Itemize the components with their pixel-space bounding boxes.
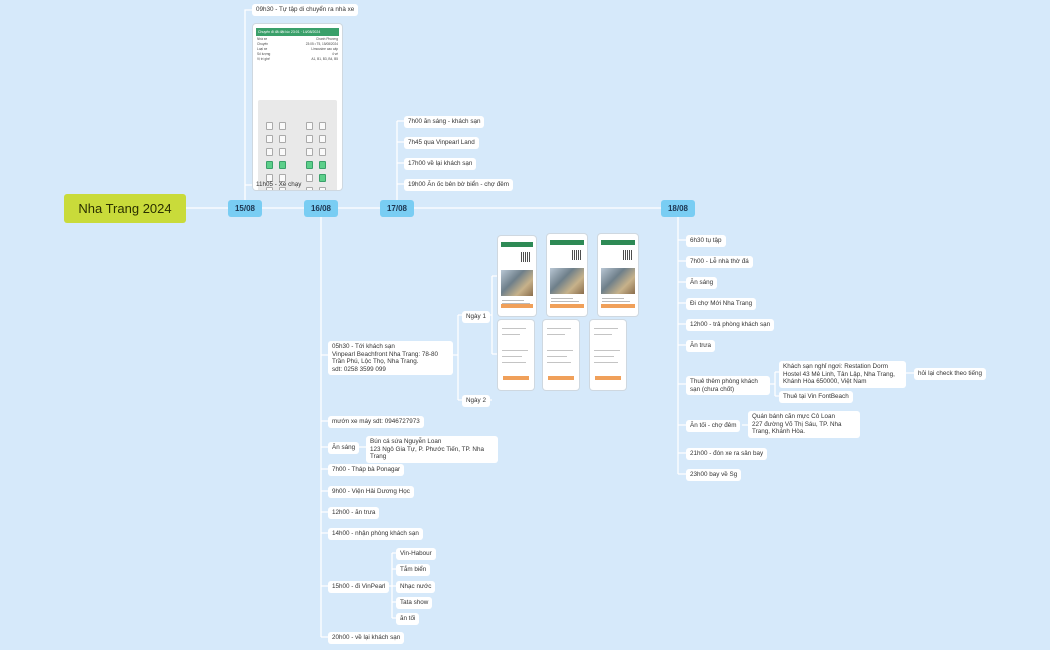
seat bbox=[266, 148, 273, 156]
topic-18-5[interactable]: Ăn trưa bbox=[686, 340, 716, 352]
ticket-row-value: 23:05 • T5, 15/08/2024 bbox=[305, 41, 338, 46]
seat bbox=[266, 161, 273, 169]
topic-vin-3[interactable]: Tata show bbox=[396, 597, 433, 609]
topic-17-1[interactable]: 7h45 qua Vinpearl Land bbox=[404, 137, 479, 149]
seat bbox=[319, 148, 326, 156]
topic-16-1[interactable]: 9h00 - Viện Hải Dương Học bbox=[328, 486, 414, 498]
seat bbox=[319, 122, 326, 130]
booking-doc-1 bbox=[498, 320, 534, 390]
topic-dinner-place[interactable]: Quán bánh căn mực Cô Loan 227 đường Võ T… bbox=[748, 411, 860, 438]
seat bbox=[279, 187, 286, 190]
topic-16-2[interactable]: 12h00 - ăn trưa bbox=[328, 507, 380, 519]
ticket-row-label: Số lượng bbox=[257, 52, 271, 57]
topic-18-3[interactable]: Đi chợ Mới Nha Trang bbox=[686, 298, 757, 310]
ticket-row: Chuyến 23:05 • T5, 15/08/2024 bbox=[253, 41, 342, 46]
topic-18-2[interactable]: Ăn sáng bbox=[686, 277, 718, 289]
seat bbox=[306, 161, 313, 169]
topic-16-0[interactable]: 7h00 - Tháp bà Ponagar bbox=[328, 464, 405, 476]
topic-18-1[interactable]: 7h00 - Lễ nhà thờ đá bbox=[686, 256, 753, 268]
topic-18-b1[interactable]: 23h00 bay về Sg bbox=[686, 469, 742, 481]
topic-18-b0[interactable]: 21h00 - đón xe ra sân bay bbox=[686, 448, 768, 460]
seat bbox=[279, 148, 286, 156]
seat bbox=[319, 174, 326, 182]
topic-vin-0[interactable]: Vin-Habour bbox=[396, 548, 436, 560]
topic-breakfast[interactable]: Ăn sáng bbox=[328, 442, 360, 454]
ticket-row: Loại xe Limousine cao cấp bbox=[253, 46, 342, 51]
topic-0930[interactable]: 09h30 - Tự tập di chuyển ra nhà xe bbox=[252, 4, 359, 16]
date-node-16-08[interactable]: 16/08 bbox=[304, 200, 338, 217]
bus-ticket-screenshot: Chuyến đi đã đặt lúc 23:01 · 14/08/2024 … bbox=[253, 24, 342, 190]
booking-doc-2 bbox=[543, 320, 579, 390]
topic-18-4[interactable]: 12h00 - trả phòng khách sạn bbox=[686, 319, 775, 331]
seat bbox=[306, 174, 313, 182]
seat bbox=[279, 174, 286, 182]
topic-16-end[interactable]: 20h00 - về lại khách sạn bbox=[328, 632, 405, 644]
seat bbox=[319, 135, 326, 143]
seat bbox=[319, 161, 326, 169]
seat bbox=[306, 187, 313, 190]
seat-map bbox=[258, 100, 337, 190]
ticket-row: Nhà xe Chanh Phương bbox=[253, 36, 342, 41]
ticket-row: Vị trí ghế A1, B1, B3, B4, B5 bbox=[253, 57, 342, 62]
booking-screenshot-1 bbox=[498, 236, 536, 316]
topic-18-0[interactable]: 6h30 tụ tập bbox=[686, 235, 726, 247]
seat bbox=[306, 148, 313, 156]
seat bbox=[319, 187, 326, 190]
ticket-row-value: 4 vé bbox=[331, 52, 338, 57]
seat bbox=[279, 161, 286, 169]
seat bbox=[306, 135, 313, 143]
ticket-row-value: A1, B1, B3, B4, B5 bbox=[311, 57, 338, 62]
date-node-15-08[interactable]: 15/08 bbox=[228, 200, 262, 217]
topic-dinner[interactable]: Ăn tối - chợ đêm bbox=[686, 420, 741, 432]
booking-screenshot-2 bbox=[547, 234, 587, 316]
ticket-header: Chuyến đi đã đặt lúc 23:01 · 14/08/2024 bbox=[256, 28, 339, 36]
root-topic[interactable]: Nha Trang 2024 bbox=[64, 194, 186, 223]
topic-day1[interactable]: Ngày 1 bbox=[462, 311, 490, 323]
topic-room-opt1-note[interactable]: hỏi lại check theo tiếng bbox=[914, 368, 987, 380]
ticket-row-label: Nhà xe bbox=[257, 36, 268, 41]
ticket-row-label: Loại xe bbox=[257, 46, 268, 51]
seat bbox=[279, 135, 286, 143]
date-node-18-08[interactable]: 18/08 bbox=[661, 200, 695, 217]
topic-motorbike[interactable]: mướn xe máy sdt: 0946727973 bbox=[328, 416, 424, 428]
booking-doc-3 bbox=[590, 320, 626, 390]
ticket-row-value: Chanh Phương bbox=[316, 36, 338, 41]
topic-17-0[interactable]: 7h00 ăn sáng - khách sạn bbox=[404, 116, 485, 128]
ticket-row-value: Limousine cao cấp bbox=[311, 46, 338, 51]
booking-screenshot-3 bbox=[598, 234, 638, 316]
topic-breakfast-place[interactable]: Bún cá sứa Nguyễn Loan 123 Ngô Gia Tự, P… bbox=[366, 436, 498, 463]
topic-hotel[interactable]: 05h30 - Tới khách sạn Vinpearl Beachfron… bbox=[328, 341, 453, 376]
topic-vin-4[interactable]: ăn tối bbox=[396, 613, 420, 625]
ticket-row: Số lượng 4 vé bbox=[253, 52, 342, 57]
topic-vinpearl[interactable]: 15h00 - đi VinPearl bbox=[328, 581, 390, 593]
ticket-row-label: Chuyến bbox=[257, 41, 268, 46]
topic-1105[interactable]: 11h05 - Xe chạy bbox=[256, 181, 302, 188]
seat bbox=[306, 122, 313, 130]
seat bbox=[266, 122, 273, 130]
topic-room-opt2[interactable]: Thuê tại Vin FontBeach bbox=[779, 391, 853, 403]
topic-17-2[interactable]: 17h00 về lại khách sạn bbox=[404, 158, 477, 170]
topic-room-opt1[interactable]: Khách sạn nghỉ ngơi: Restation Dorm Host… bbox=[779, 361, 906, 388]
topic-vin-1[interactable]: Tắm biển bbox=[396, 564, 431, 576]
topic-room[interactable]: Thuê thêm phòng khách sạn (chưa chốt) bbox=[686, 376, 770, 396]
topic-day2[interactable]: Ngày 2 bbox=[462, 395, 490, 407]
seat bbox=[266, 187, 273, 190]
date-node-17-08[interactable]: 17/08 bbox=[380, 200, 414, 217]
seat bbox=[279, 122, 286, 130]
topic-vin-2[interactable]: Nhạc nước bbox=[396, 581, 436, 593]
topic-16-3[interactable]: 14h00 - nhận phòng khách sạn bbox=[328, 528, 423, 540]
ticket-row-label: Vị trí ghế bbox=[257, 57, 270, 62]
topic-17-3[interactable]: 19h00 Ăn ốc bên bờ biển - chợ đêm bbox=[404, 179, 514, 191]
seat bbox=[266, 174, 273, 182]
seat bbox=[266, 135, 273, 143]
